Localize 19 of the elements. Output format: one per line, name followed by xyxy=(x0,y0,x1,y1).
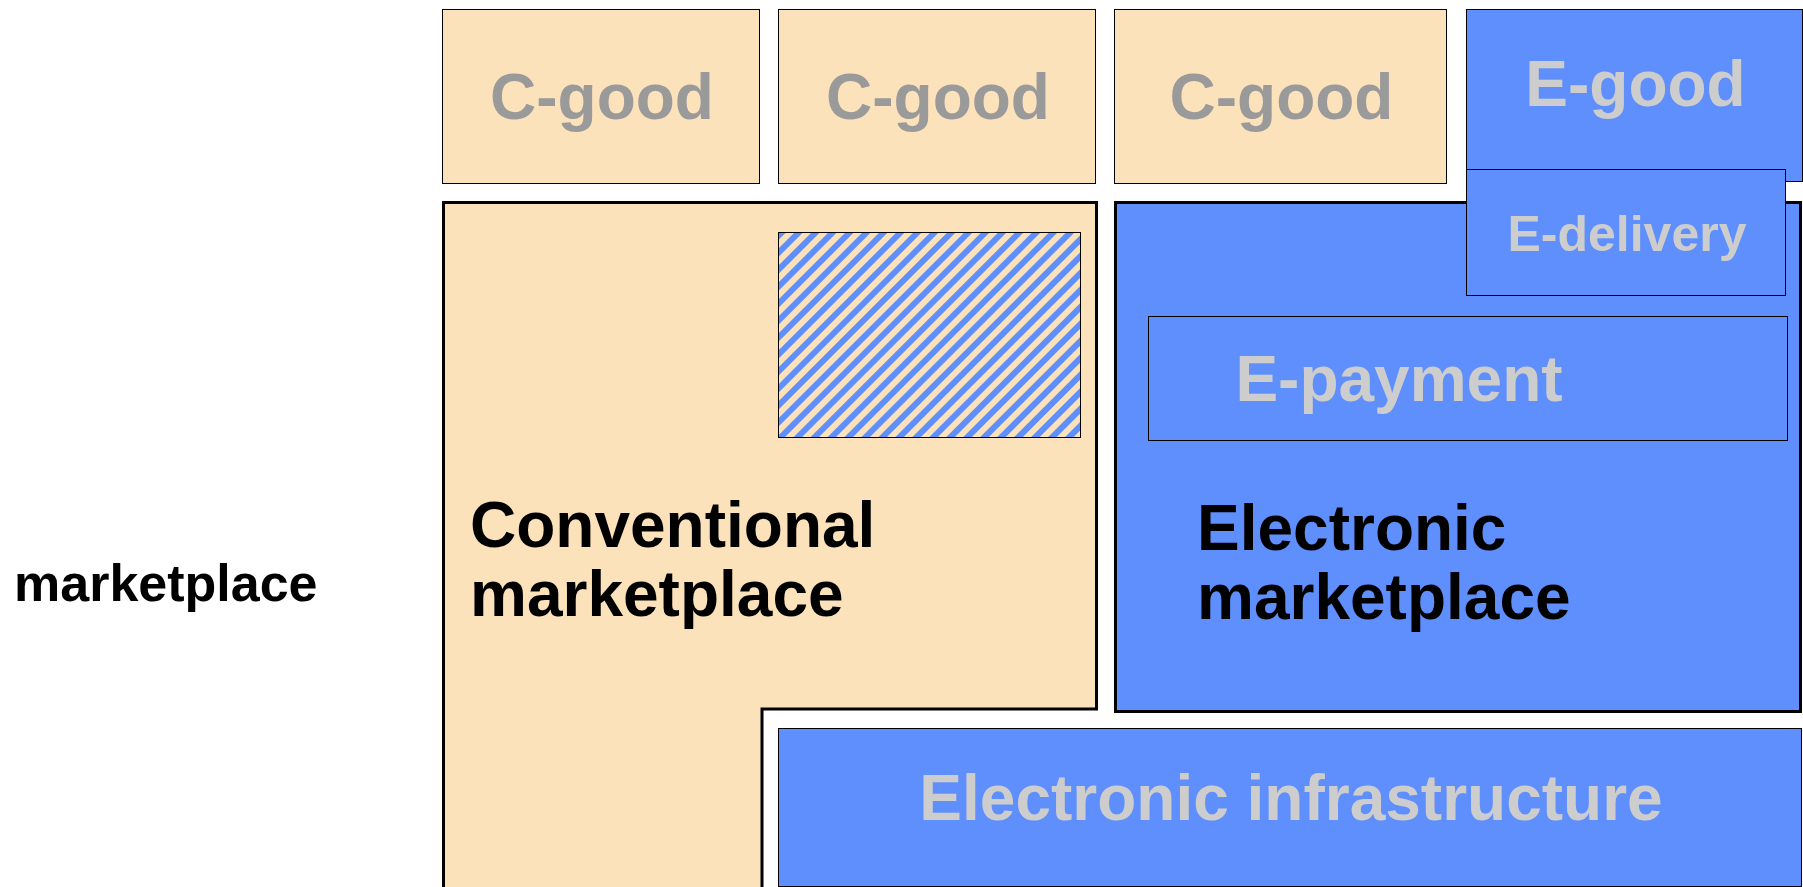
service-box xyxy=(1148,316,1788,441)
marketplace-area xyxy=(1114,201,1802,713)
infrastructure-box xyxy=(778,728,1802,887)
area-label: C-good xyxy=(825,59,1051,135)
product-box xyxy=(1114,9,1447,184)
area-label: E-payment xyxy=(1234,341,1564,417)
service-box xyxy=(1466,169,1786,296)
area-label: E-good xyxy=(1524,47,1747,123)
area-label: Electronic marketplace xyxy=(1197,494,1572,633)
product-box xyxy=(442,9,760,184)
area-label: C-good xyxy=(1168,59,1395,135)
side-label: marketplace xyxy=(14,555,318,612)
product-box xyxy=(778,9,1096,184)
area-label: Electronic infrastructure xyxy=(918,761,1664,837)
area-label: C-good xyxy=(489,59,715,135)
area-label: Conventional marketplace xyxy=(470,491,877,630)
area-label: E-delivery xyxy=(1506,204,1748,264)
hatched-box xyxy=(778,232,1081,438)
product-box xyxy=(1466,9,1803,182)
